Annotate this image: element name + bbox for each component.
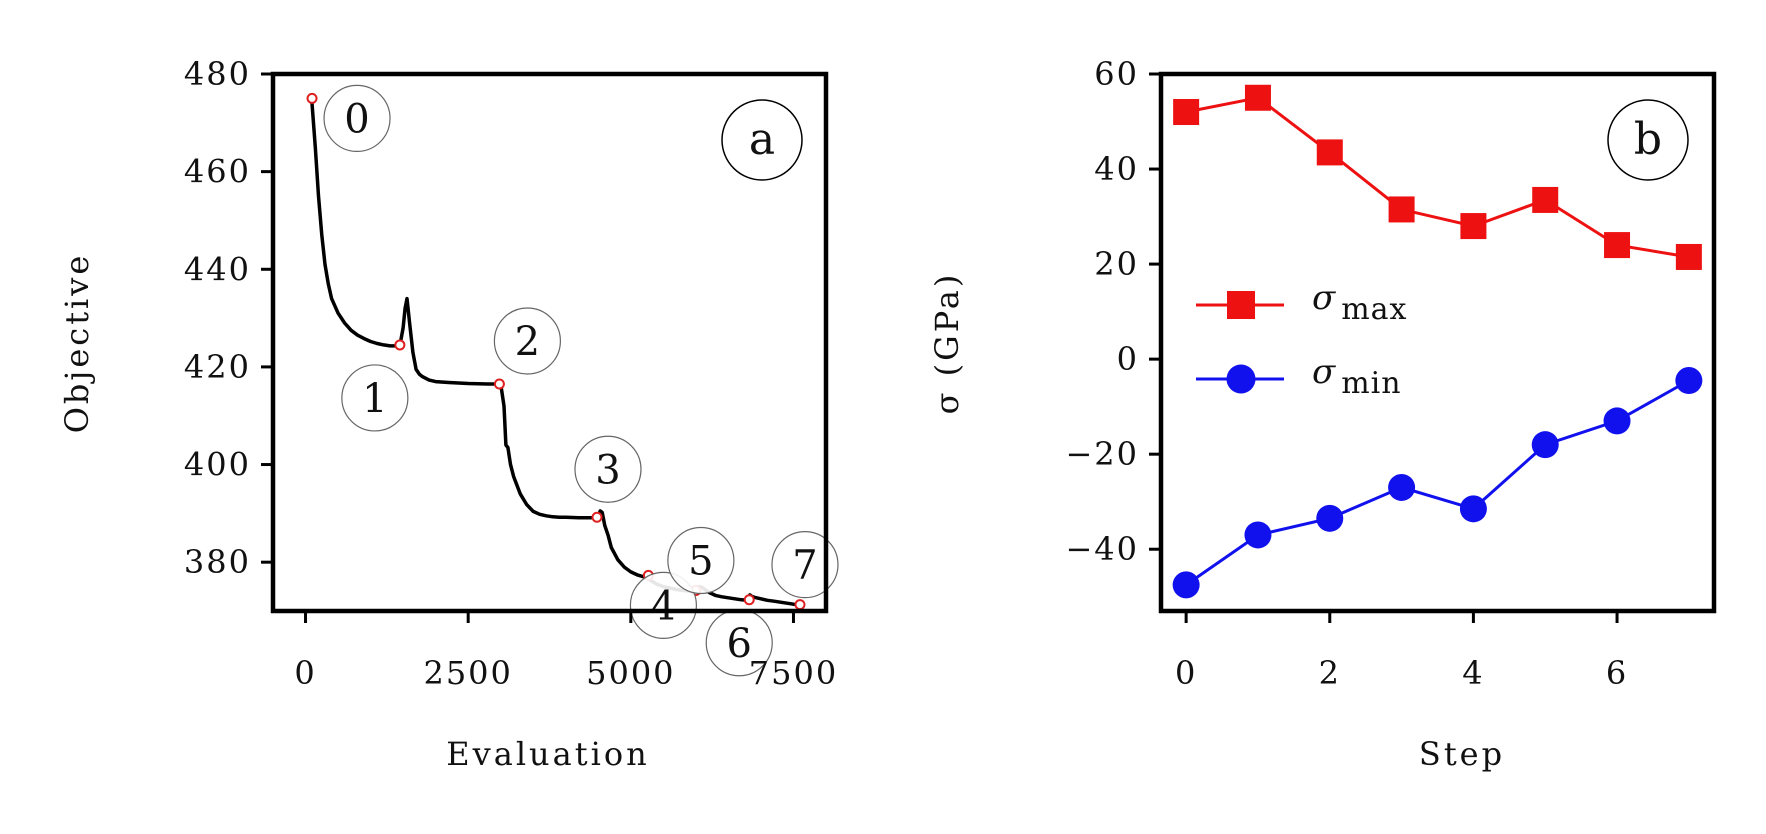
panel-a-annotation-2: 2 [493, 307, 562, 375]
panel-a-marker-2 [493, 378, 505, 390]
panel-a-ylabel: Objective [58, 253, 96, 434]
panel-b-ytick-label: 0 [1117, 340, 1139, 378]
annotation-label: 2 [515, 319, 540, 365]
series-point [1675, 243, 1702, 270]
series-point [1603, 407, 1631, 435]
panel-b-ytick-label: −40 [1065, 530, 1139, 568]
panel-b-xlabel: Step [1419, 735, 1505, 773]
panel-a-ytick-label: 460 [184, 153, 251, 191]
panel-b-xtick-label: 4 [1462, 654, 1484, 692]
annotation-label: 4 [651, 583, 676, 629]
series-point [1459, 495, 1487, 523]
panel-a-annotation-3: 3 [574, 435, 642, 503]
annotation-label: 5 [688, 538, 713, 584]
series-point [1460, 213, 1487, 240]
annotation-bubble [574, 435, 642, 503]
panel-a-marker-6 [743, 594, 755, 606]
panel-b-ylabel: σ (GPa) [928, 272, 966, 415]
panel-b-xtick-label: 6 [1606, 654, 1628, 692]
panel-b-ytick-label: −20 [1065, 435, 1139, 473]
panel-b-ytick-label: 40 [1094, 150, 1139, 188]
panel-a-xtick-label: 7500 [749, 654, 838, 692]
panel-b-xtick-label: 2 [1319, 654, 1341, 692]
series-point [1316, 139, 1343, 166]
panel-b-frame [1158, 71, 1717, 614]
panel-a-annotation-4: 4 [629, 571, 697, 639]
panel-a-xtick-label: 5000 [586, 654, 675, 692]
panel-a-annotation-5: 5 [667, 526, 735, 595]
panel-a-xtick-label: 0 [294, 654, 316, 692]
panel-b-ytick-label: 20 [1094, 245, 1139, 283]
panel-b-xtick-label: 0 [1175, 654, 1197, 692]
annotation-label: 6 [727, 621, 752, 667]
panel-a-ytick-label: 440 [184, 250, 251, 288]
annotation-label: 3 [595, 447, 620, 493]
series-point [1388, 473, 1416, 501]
panel-b-ytick-label: 60 [1094, 55, 1139, 93]
legend-marker [1227, 291, 1255, 319]
annotation-bubble [323, 84, 391, 153]
panel-a-marker-7 [794, 599, 806, 611]
panel-a-annotation-7: 7 [771, 531, 839, 599]
panel-b-label: b [1634, 114, 1662, 165]
panel-a-ytick-label: 380 [184, 543, 251, 581]
series-point [1244, 521, 1272, 549]
series-point [1316, 504, 1344, 532]
series-point [1173, 99, 1200, 126]
panel-a-tag: a [721, 99, 803, 181]
panel-a-marker-0 [306, 92, 318, 104]
annotation-bubble [341, 364, 409, 432]
panel-a-xtick-label: 2500 [423, 654, 512, 692]
panel-a-label: a [749, 114, 775, 165]
annotation-bubble [493, 307, 562, 375]
panel-b-tag: b [1607, 99, 1689, 181]
annotation-label: 0 [344, 96, 369, 142]
legend-marker [1226, 364, 1256, 394]
panel-a-annotation-0: 0 [323, 84, 391, 153]
panel-a-frame [270, 71, 829, 614]
annotation-bubble [629, 571, 697, 639]
panel-a-ytick-label: 420 [184, 348, 251, 386]
series-point [1532, 186, 1559, 213]
series-point [1172, 571, 1200, 599]
annotation-bubble [667, 526, 735, 595]
series-point [1244, 84, 1271, 111]
panel-a-annotation-1: 1 [341, 364, 409, 432]
panel-a-xlabel: Evaluation [446, 735, 649, 773]
series-point [1388, 196, 1415, 223]
panel-a-marker-1 [394, 339, 406, 351]
panel-a-series-line [310, 103, 804, 607]
series-point [1675, 367, 1703, 395]
series-point [1604, 232, 1631, 259]
panel-b-series-max [1173, 84, 1702, 270]
panel-a-marker-3 [591, 511, 603, 523]
series-point [1531, 431, 1559, 459]
panel-a-ytick-label: 480 [184, 55, 251, 93]
annotation-label: 7 [792, 543, 817, 589]
panel-a-ytick-label: 400 [184, 446, 251, 484]
panel-b-series-min [1172, 367, 1703, 599]
annotation-bubble [771, 531, 839, 599]
annotation-label: 1 [362, 376, 387, 422]
